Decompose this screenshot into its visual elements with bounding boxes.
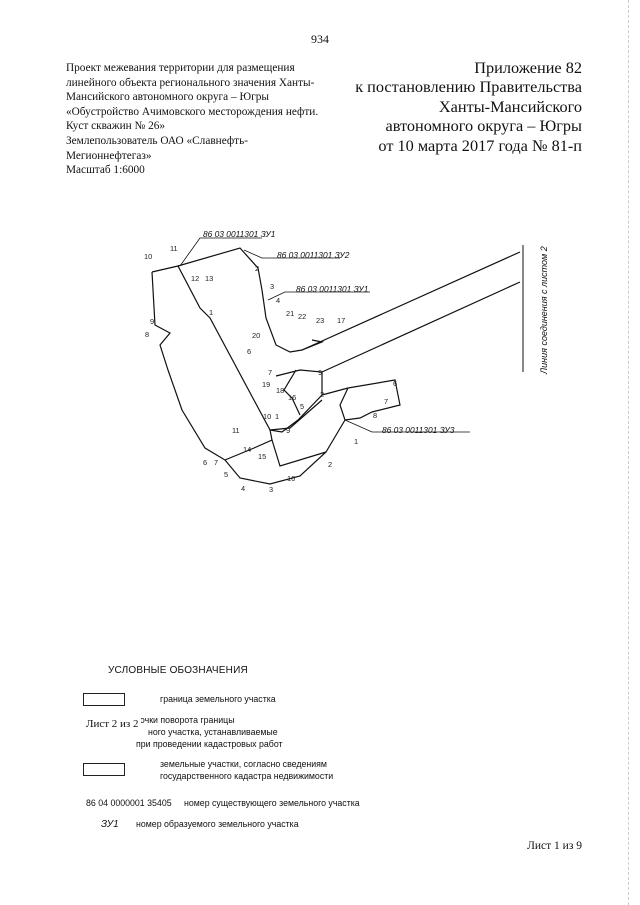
project-line: Проект межевания территории для размещен…	[66, 62, 295, 74]
sheet-number: Лист 1 из 9	[527, 840, 582, 852]
parcel-boundary	[269, 399, 323, 431]
point-number: 10	[263, 412, 272, 421]
point-number: 2	[320, 390, 325, 399]
parcel-boundary	[301, 251, 521, 351]
legend-cadastre-line: государственного кадастра недвижимости	[160, 771, 334, 781]
point-number: 7	[384, 397, 389, 406]
point-number: 9	[286, 426, 291, 435]
page-number: 934	[311, 32, 329, 46]
point-number: 4	[276, 296, 281, 305]
point-number: 5	[300, 402, 305, 411]
legend-cadastre-line: земельные участки, согласно сведениям	[160, 759, 327, 769]
point-number: 7	[268, 368, 273, 377]
appendix-line: Ханты-Мансийского	[438, 96, 582, 116]
point-number: 9	[150, 317, 155, 326]
point-number: 20	[252, 331, 261, 340]
project-line: Землепользователь ОАО «Славнефть-	[66, 134, 249, 147]
project-description: Проект межевания территории для размещен…	[66, 61, 319, 178]
point-number: 16	[288, 393, 297, 402]
point-number: 21	[286, 309, 295, 318]
point-number: 17	[337, 316, 346, 325]
point-number: 14	[243, 445, 252, 454]
project-line: Куст скважин № 26»	[66, 120, 166, 133]
project-line: «Обустройство Ачимовского месторождения …	[66, 105, 319, 118]
parcel-boundary	[339, 379, 401, 421]
point-number: 3	[270, 282, 275, 291]
parcel-boundary	[283, 369, 301, 416]
project-scale: Масштаб 1:6000	[66, 164, 145, 177]
parcel-label: 86 03 0011301 ЗУ1	[203, 229, 276, 239]
point-number: 23	[316, 316, 325, 325]
page-edge-line	[628, 0, 629, 905]
point-number: 19	[262, 380, 271, 389]
point-number: 6	[247, 347, 252, 356]
appendix-line: автономного округа – Югры	[385, 116, 582, 136]
point-number: 12	[191, 274, 200, 283]
parcel-boundary	[151, 265, 273, 461]
point-number: 9	[318, 368, 323, 377]
parcel-label: 86 03 0011301 ЗУ3	[382, 425, 455, 435]
point-number: 2	[328, 460, 333, 469]
connection-line-label: Линия соединения с листом 2	[539, 246, 549, 374]
project-line: Мегионнефтегаз»	[66, 149, 152, 162]
point-number: 5	[224, 470, 229, 479]
appendix-line: к постановлению Правительства	[355, 77, 582, 97]
parcel-boundary	[271, 439, 327, 467]
parcel-label: 86 03 0011301 ЗУ1	[296, 284, 369, 294]
point-number: 11	[232, 426, 240, 435]
point-number: 3	[269, 485, 274, 494]
legend-existing-label: номер существующего земельного участка	[184, 798, 360, 808]
point-number: 22	[298, 312, 307, 321]
project-line: линейного объекта регионального значения…	[66, 76, 315, 89]
point-number: 2	[255, 264, 260, 273]
parcel-boundary	[177, 247, 325, 353]
legend-turn-points-line: при проведении кадастровых работ	[136, 739, 283, 749]
legend-turn-points-line: точки поворота границы	[136, 715, 235, 725]
point-number: 18	[276, 386, 285, 395]
point-number: 6	[393, 379, 398, 388]
parcel-label: 86 03 0011301 ЗУ2	[277, 250, 350, 260]
legend-boundary-swatch	[83, 693, 125, 706]
point-number: 4	[241, 484, 246, 493]
point-number: 13	[205, 274, 214, 283]
appendix-line: от 10 марта 2017 года № 81-п	[378, 135, 582, 155]
point-number: 11	[170, 244, 178, 253]
sheet-overlay-label: Лист 2 из 2	[86, 718, 141, 730]
parcel-boundary	[321, 387, 349, 396]
point-number: 15	[258, 452, 267, 461]
point-number: 8	[145, 330, 150, 339]
parcel-boundary	[224, 419, 346, 485]
point-number: 6	[203, 458, 208, 467]
appendix-line: Приложение 82	[474, 58, 582, 77]
legend-boundary-label: граница земельного участка	[160, 694, 276, 704]
point-number: 7	[214, 458, 219, 467]
project-line: Мансийского автономного округа – Югры	[66, 91, 269, 104]
point-number: 8	[373, 411, 378, 420]
point-number: 16	[287, 474, 296, 483]
point-number: 10	[144, 252, 153, 261]
point-number: 1	[354, 437, 359, 446]
legend-turn-points-line: ного участка, устанавливаемые	[148, 727, 278, 737]
appendix-header: Приложение 82 к постановлению Правительс…	[355, 58, 582, 155]
point-number: 1	[209, 308, 214, 317]
legend-existing-number: 86 04 0000001 35405	[86, 798, 172, 808]
legend-cadastre-swatch	[83, 763, 125, 776]
legend-new-code: ЗУ1	[101, 819, 119, 830]
parcel-boundary	[321, 281, 521, 373]
legend-title: УСЛОВНЫЕ ОБОЗНАЧЕНИЯ	[108, 665, 248, 676]
point-number: 1	[275, 412, 280, 421]
legend-new-label: номер образуемого земельного участка	[136, 819, 299, 829]
